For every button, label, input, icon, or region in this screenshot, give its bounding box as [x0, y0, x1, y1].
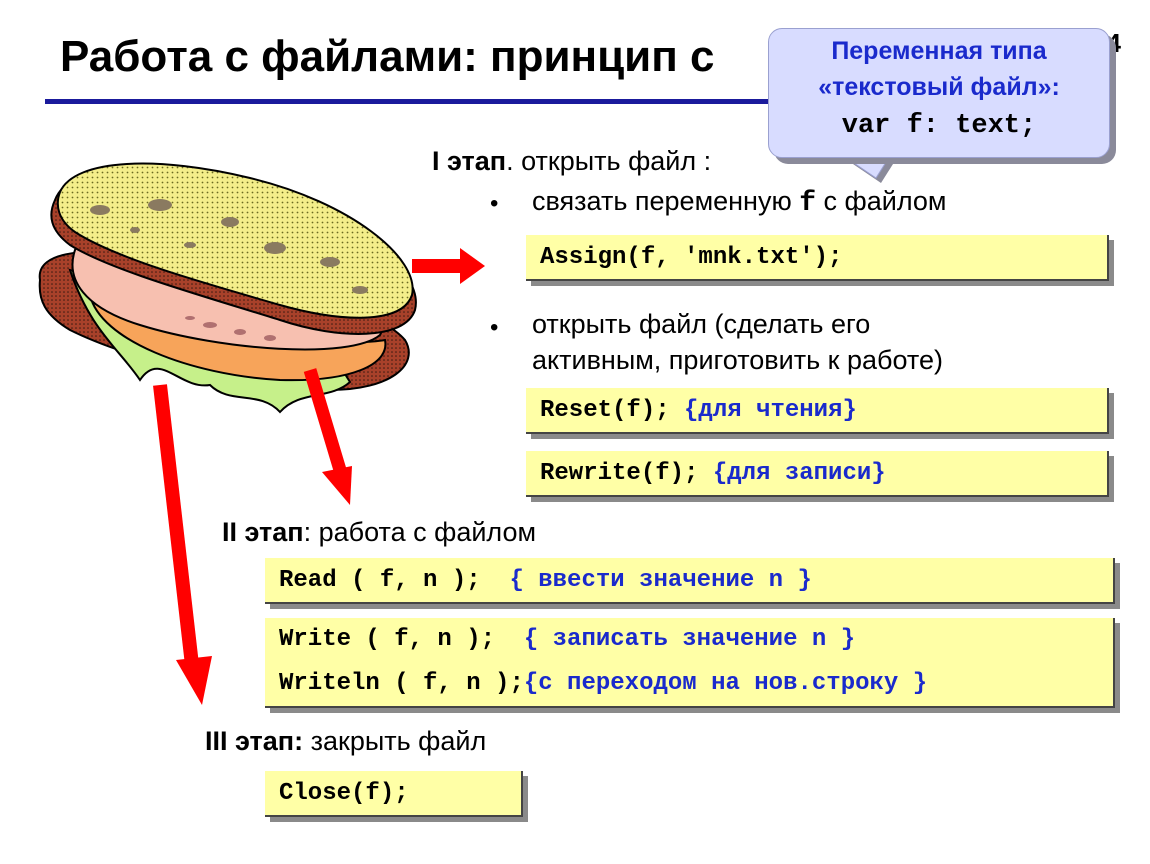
stage2-text: : работа с файлом: [303, 517, 537, 547]
red-arrow-icon: [412, 248, 485, 284]
bullet2-line2: активным, приготовить к работе): [532, 345, 943, 375]
bullet2-line1: открыть файл (сделать его: [532, 309, 871, 339]
rewrite-comment: {для записи}: [712, 460, 886, 487]
read-code: Read ( f, n );: [279, 567, 510, 594]
stage3-label: III этап:: [205, 726, 304, 756]
callout-code: var f: text;: [841, 111, 1037, 141]
assign-code: Assign(f, 'mnk.txt');: [540, 244, 843, 271]
bread-top: [56, 162, 414, 319]
stage3-heading: III этап: закрыть файл: [205, 726, 486, 757]
sandwich-illustration: [38, 162, 417, 414]
bullet1-var: f: [799, 188, 817, 219]
callout-line1: Переменная типа: [831, 37, 1047, 65]
stage1-label: I этап: [432, 146, 507, 176]
stage3-text: закрыть файл: [303, 726, 487, 756]
write-comment: { записать значение n }: [523, 626, 856, 653]
rewrite-code-box: Rewrite(f); {для записи}: [526, 451, 1109, 497]
bullet-icon: •: [490, 190, 499, 217]
title-underline: [45, 99, 1113, 104]
red-arrow-icon: [153, 384, 212, 705]
rewrite-code: Rewrite(f);: [540, 460, 713, 487]
callout-line2: «текстовый файл»:: [818, 73, 1060, 101]
red-arrow-icon: [303, 368, 352, 505]
stage1-text: . открыть файл :: [506, 146, 712, 176]
write-code: Write ( f, n );: [279, 626, 524, 653]
close-code: Close(f);: [279, 780, 409, 807]
write-code-box: Write ( f, n ); { записать значение n }W…: [265, 618, 1115, 708]
ham-spots: [185, 316, 276, 341]
reset-code: Reset(f);: [540, 397, 685, 424]
bullet1-prefix: связать переменную: [532, 186, 800, 216]
bread-holes: [90, 199, 368, 294]
stage1-heading: I этап. открыть файл :: [432, 146, 711, 177]
writeln-comment: {с переходом на нов.строку }: [523, 670, 928, 697]
slide-title: Работа с файлами: принцип с: [60, 32, 715, 81]
writeln-code: Writeln ( f, n );: [279, 670, 524, 697]
read-comment: { ввести значение n }: [509, 567, 812, 594]
read-code-box: Read ( f, n ); { ввести значение n }: [265, 558, 1115, 604]
close-code-box: Close(f);: [265, 771, 523, 817]
stage2-label: II этап: [222, 517, 304, 547]
write-line: Write ( f, n ); { записать значение n }: [279, 618, 1113, 662]
bullet1-suffix: с файлом: [816, 186, 947, 216]
reset-code-box: Reset(f); {для чтения}: [526, 388, 1109, 434]
reset-comment: {для чтения}: [684, 397, 857, 424]
bullet1-text: связать переменную f с файлом: [532, 186, 946, 219]
callout-bubble: Переменная типа «текстовый файл»: var f:…: [768, 28, 1110, 158]
stage2-heading: II этап: работа с файлом: [222, 517, 536, 548]
assign-code-box: Assign(f, 'mnk.txt');: [526, 235, 1109, 281]
writeln-line: Writeln ( f, n );{с переходом на нов.стр…: [279, 662, 1113, 706]
bullet-icon: •: [490, 314, 499, 341]
